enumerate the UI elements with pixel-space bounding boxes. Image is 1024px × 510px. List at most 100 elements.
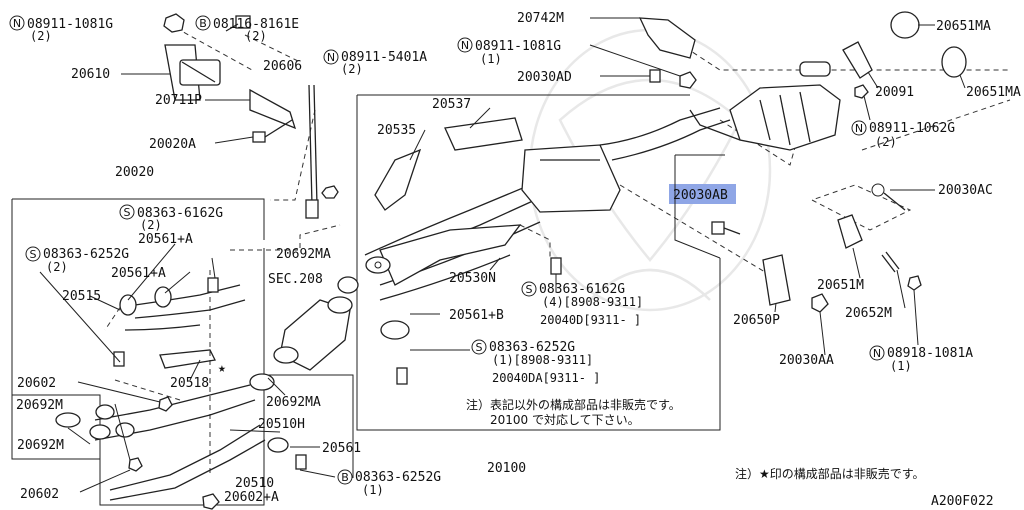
catalytic-converter[interactable] (273, 296, 353, 371)
label-08116-8161E[interactable]: 08116-8161E (213, 17, 299, 32)
label-08911-1062G[interactable]: 08911-1062G (869, 121, 955, 136)
label-20692MA[interactable]: 20692MA (276, 247, 331, 262)
nut-icon (321, 185, 339, 199)
highlight-20030AB[interactable] (669, 184, 736, 204)
label-20692M[interactable]: 20692M (17, 438, 64, 453)
label-20651MA[interactable]: 20651MA (936, 19, 991, 34)
label-20030AB[interactable]: 20030AB (673, 188, 728, 203)
label-20711P[interactable]: 20711P (155, 93, 202, 108)
bracket-20610[interactable] (164, 44, 221, 101)
svg-text:S: S (124, 206, 131, 219)
rubber-mount-20651MA[interactable] (941, 46, 967, 78)
label-20610[interactable]: 20610 (71, 67, 110, 82)
label-20602A[interactable]: 20602+A (224, 490, 279, 505)
rubber-mount-20651MA[interactable] (890, 11, 920, 39)
label-20561A[interactable]: 20561+A (111, 266, 166, 281)
svg-text:(1): (1) (890, 359, 912, 373)
insulator-20530N[interactable] (379, 224, 522, 286)
label-08363-6252G[interactable]: 08363-6252G (489, 340, 575, 355)
label-20561A[interactable]: 20561+A (138, 232, 193, 247)
label-20510[interactable]: 20510 (235, 476, 274, 491)
nut-icon (163, 13, 185, 33)
solid-leaders (39, 17, 966, 493)
insulator-20535[interactable] (374, 148, 422, 211)
label-08363-6252G[interactable]: 08363-6252G (43, 247, 129, 262)
nut-icon (854, 84, 869, 99)
gasket-20692MA[interactable] (365, 256, 391, 274)
gasket-20692MA[interactable] (337, 276, 359, 294)
label-20091[interactable]: 20091 (875, 85, 914, 100)
note-non-sale-line1: 注）表記以外の構成部品は非販売です。 (466, 397, 681, 412)
label-20515[interactable]: 20515 (62, 289, 101, 304)
part-labels: 08911-1081G (2) 08116-8161E (2) 20742M 2… (16, 11, 1021, 505)
label-20602[interactable]: 20602 (17, 376, 56, 391)
clamp-20561B[interactable] (380, 320, 410, 340)
label-08911-5401A[interactable]: 08911-5401A (341, 50, 427, 65)
label-20651MA[interactable]: 20651MA (966, 85, 1021, 100)
svg-text:(1): (1) (480, 52, 502, 66)
label-08363-6162G[interactable]: 08363-6162G (539, 282, 625, 297)
label-20535[interactable]: 20535 (377, 123, 416, 138)
label-20537[interactable]: 20537 (432, 97, 471, 112)
label-20518[interactable]: 20518 (170, 376, 209, 391)
label-20692M[interactable]: 20692M (16, 398, 63, 413)
svg-text:S: S (476, 341, 483, 354)
svg-text:N: N (855, 122, 863, 135)
svg-text:N: N (327, 51, 335, 64)
svg-text:(2): (2) (245, 29, 267, 43)
label-20100[interactable]: 20100 (487, 461, 526, 476)
label-20692MA[interactable]: 20692MA (266, 395, 321, 410)
note-star: 注）★印の構成部品は非販売です。 (735, 466, 925, 481)
svg-text:(2): (2) (140, 218, 162, 232)
label-20510H[interactable]: 20510H (258, 417, 305, 432)
bolt-icon (252, 119, 293, 143)
label-20040D[interactable]: 20040D[9311- ] (540, 313, 641, 327)
svg-text:(1): (1) (362, 483, 384, 497)
label-20606[interactable]: 20606 (263, 59, 302, 74)
nut-icon (202, 493, 220, 510)
label-20030AC[interactable]: 20030AC (938, 183, 993, 198)
label-20020[interactable]: 20020 (115, 165, 154, 180)
label-20652M[interactable]: 20652M (845, 306, 892, 321)
main-muffler[interactable] (689, 61, 841, 151)
label-20602[interactable]: 20602 (20, 487, 59, 502)
label-08911-1081G[interactable]: 08911-1081G (27, 17, 113, 32)
gasket-20692M[interactable] (55, 412, 81, 428)
clamp-20561[interactable] (267, 437, 289, 453)
label-SEC208[interactable]: SEC.208 (268, 272, 323, 287)
label-20530N[interactable]: 20530N (449, 271, 496, 286)
bolt-icon (113, 351, 125, 367)
label-20030AA[interactable]: 20030AA (779, 353, 834, 368)
front-pipe-20020[interactable] (119, 284, 246, 369)
label-20650P[interactable]: 20650P (733, 313, 780, 328)
bolt-icon (396, 367, 408, 385)
hanger-rod-20606[interactable] (305, 84, 319, 219)
insulator-20537[interactable] (444, 117, 523, 151)
svg-text:(2): (2) (30, 29, 52, 43)
star-marker: ★ (218, 361, 226, 376)
label-20561[interactable]: 20561 (322, 441, 361, 456)
label-20040DA[interactable]: 20040DA[9311- ] (492, 371, 600, 385)
gasket-20692MA[interactable] (249, 373, 275, 391)
y-pipe-20510[interactable] (94, 384, 266, 501)
label-08363-6162G[interactable]: 08363-6162G (137, 206, 223, 221)
label-08363-6252G[interactable]: 08363-6252G (355, 470, 441, 485)
pin-20652M[interactable] (881, 251, 900, 273)
rubber-mount-20651M[interactable] (837, 214, 863, 249)
gasket-20692M[interactable] (89, 424, 111, 440)
bracket-20742M[interactable] (638, 17, 696, 59)
bolt-icon (295, 454, 307, 470)
label-08911-1081G[interactable]: 08911-1081G (475, 39, 561, 54)
nut-icon (128, 457, 143, 472)
hanger-20650P[interactable] (762, 254, 791, 306)
tail-tip-20091[interactable] (842, 41, 873, 79)
label-20030AD[interactable]: 20030AD (517, 70, 572, 85)
label-20742M[interactable]: 20742M (517, 11, 564, 26)
label-20651M[interactable]: 20651M (817, 278, 864, 293)
label-08918-1081A[interactable]: 08918-1081A (887, 346, 973, 361)
svg-text:(4)[8908-9311]: (4)[8908-9311] (542, 295, 643, 309)
label-20020A[interactable]: 20020A (149, 137, 196, 152)
label-20561B[interactable]: 20561+B (449, 308, 504, 323)
